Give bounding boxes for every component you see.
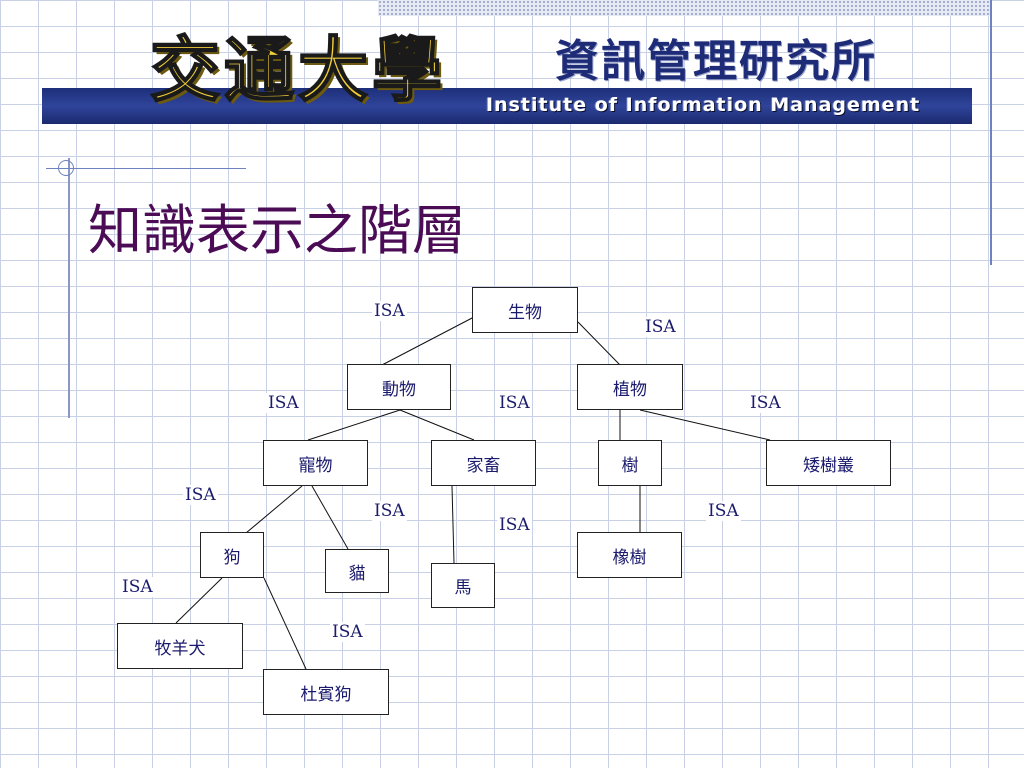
node-dog: 狗 — [200, 532, 264, 578]
node-cat: 貓 — [325, 549, 389, 593]
edge-plant-shrub — [639, 409, 771, 441]
node-organism: 生物 — [472, 287, 578, 333]
institute-english-name: Institute of Information Management — [486, 94, 921, 116]
decorative-vertical-line-right — [990, 0, 992, 265]
decorative-circle-icon — [58, 160, 74, 176]
node-shrub: 矮樹叢 — [766, 440, 891, 486]
edge-pet-cat — [311, 485, 349, 550]
node-animal: 動物 — [347, 364, 451, 410]
isa-label-plant-shrub: ISA — [748, 393, 783, 413]
node-oak: 橡樹 — [577, 532, 682, 578]
header-dot-band — [378, 0, 990, 16]
decorative-title-rule — [46, 168, 246, 169]
node-horse: 馬 — [431, 563, 495, 608]
edge-dog-doberman — [263, 577, 307, 670]
isa-label-animal-pet: ISA — [266, 393, 301, 413]
header-navy-bar — [42, 88, 972, 124]
edge-dog-sheepdog — [175, 577, 223, 624]
isa-label-dog-sheepdog: ISA — [120, 577, 155, 597]
node-tree: 樹 — [598, 440, 662, 486]
node-sheepdog: 牧羊犬 — [117, 623, 243, 669]
isa-label-pet-cat: ISA — [372, 501, 407, 521]
isa-label-livestock-horse: ISA — [497, 515, 532, 535]
isa-label-dog-doberman: ISA — [330, 622, 365, 642]
edge-animal-pet — [307, 409, 401, 441]
node-plant: 植物 — [577, 364, 683, 410]
isa-label-organism-plant: ISA — [643, 317, 678, 337]
edge-organism-animal — [381, 316, 475, 366]
slide-title: 知識表示之階層 — [88, 199, 466, 262]
node-pet: 寵物 — [263, 440, 368, 486]
isa-label-organism-animal: ISA — [372, 301, 407, 321]
edge-pet-dog — [245, 485, 303, 534]
edge-organism-plant — [577, 321, 621, 366]
node-livestock: 家畜 — [431, 440, 536, 486]
isa-label-tree-oak: ISA — [706, 501, 741, 521]
isa-label-pet-dog: ISA — [183, 485, 218, 505]
node-doberman: 杜賓狗 — [263, 669, 389, 715]
university-logo: 交通大學 — [149, 29, 446, 111]
edge-animal-livestock — [399, 409, 475, 441]
edge-livestock-horse — [451, 485, 455, 564]
institute-logo: 資訊管理研究所 — [555, 36, 877, 87]
isa-label-animal-livestock: ISA — [497, 393, 532, 413]
decorative-vertical-line-left — [68, 158, 70, 418]
